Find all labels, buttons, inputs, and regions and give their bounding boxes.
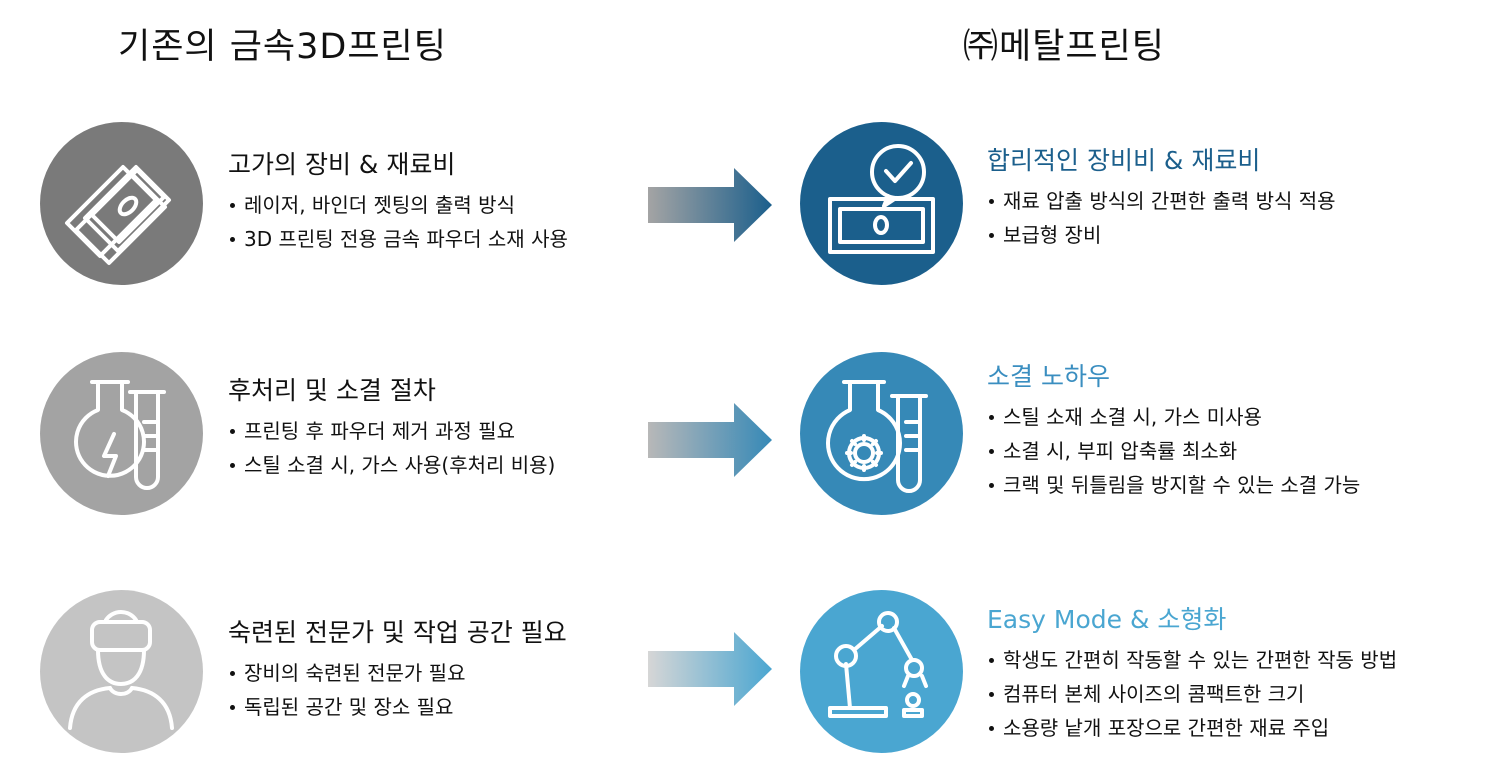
list-item: 컴퓨터 본체 사이즈의 콤팩트한 크기 [987, 677, 1397, 711]
circle-row3-left [40, 590, 203, 753]
arrow-row3 [648, 632, 772, 706]
vr-user-icon [68, 610, 174, 730]
list-item: 소결 시, 부피 압축률 최소화 [987, 434, 1360, 468]
row3-right-heading: Easy Mode & 소형화 [987, 605, 1227, 634]
row2-left-heading: 후처리 및 소결 절차 [228, 376, 436, 405]
circle-row3-right [800, 590, 963, 753]
row2-left-text: 후처리 및 소결 절차 프린팅 후 파우더 제거 과정 필요 스틸 소결 시, … [228, 374, 555, 482]
circle-row1-right [800, 122, 963, 285]
row1-left-text: 고가의 장비 & 재료비 레이저, 바인더 젯팅의 출력 방식 3D 프린팅 전… [228, 148, 568, 256]
circle-row1-left [40, 122, 203, 285]
list-item: 크랙 및 뒤틀림을 방지할 수 있는 소결 가능 [987, 468, 1360, 502]
list-item: 3D 프린팅 전용 금속 파우더 소재 사용 [228, 222, 568, 256]
arrow-row1 [648, 168, 772, 242]
row1-right-text: 합리적인 장비비 & 재료비 재료 압출 방식의 간편한 출력 방식 적용 보급… [987, 144, 1336, 252]
list-item: 스틸 소결 시, 가스 사용(후처리 비용) [228, 448, 555, 482]
right-column-title: ㈜메탈프린팅 [963, 27, 1166, 67]
circle-row2-left [40, 352, 203, 515]
list-item: 독립된 공간 및 장소 필요 [228, 690, 567, 724]
list-item: 소용량 낱개 포장으로 간편한 재료 주입 [987, 711, 1397, 745]
arrow-row2 [648, 403, 772, 477]
robot-arm-icon [828, 611, 928, 718]
list-item: 레이저, 바인더 젯팅의 출력 방식 [228, 188, 568, 222]
row2-right-heading: 소결 노하우 [987, 362, 1110, 391]
list-item: 학생도 간편히 작동할 수 있는 간편한 작동 방법 [987, 643, 1397, 677]
row3-left-heading: 숙련된 전문가 및 작업 공간 필요 [228, 618, 567, 647]
left-column-title: 기존의 금속3D프린팅 [118, 27, 447, 67]
row3-right-text: Easy Mode & 소형화 학생도 간편히 작동할 수 있는 간편한 작동 … [987, 603, 1397, 745]
row1-left-heading: 고가의 장비 & 재료비 [228, 150, 456, 179]
flask-gear-icon [826, 380, 928, 493]
row1-right-heading: 합리적인 장비비 & 재료비 [987, 146, 1261, 175]
money-check-icon [828, 144, 935, 254]
flask-lightning-icon [74, 380, 166, 490]
money-stack-icon [65, 165, 171, 265]
list-item: 보급형 장비 [987, 218, 1336, 252]
list-item: 스틸 소재 소결 시, 가스 미사용 [987, 400, 1360, 434]
list-item: 재료 압출 방식의 간편한 출력 방식 적용 [987, 184, 1336, 218]
list-item: 프린팅 후 파우더 제거 과정 필요 [228, 414, 555, 448]
row3-left-text: 숙련된 전문가 및 작업 공간 필요 장비의 숙련된 전문가 필요 독립된 공간… [228, 616, 567, 724]
list-item: 장비의 숙련된 전문가 필요 [228, 656, 567, 690]
row2-right-text: 소결 노하우 스틸 소재 소결 시, 가스 미사용 소결 시, 부피 압축률 최… [987, 360, 1360, 502]
circle-row2-right [800, 352, 963, 515]
